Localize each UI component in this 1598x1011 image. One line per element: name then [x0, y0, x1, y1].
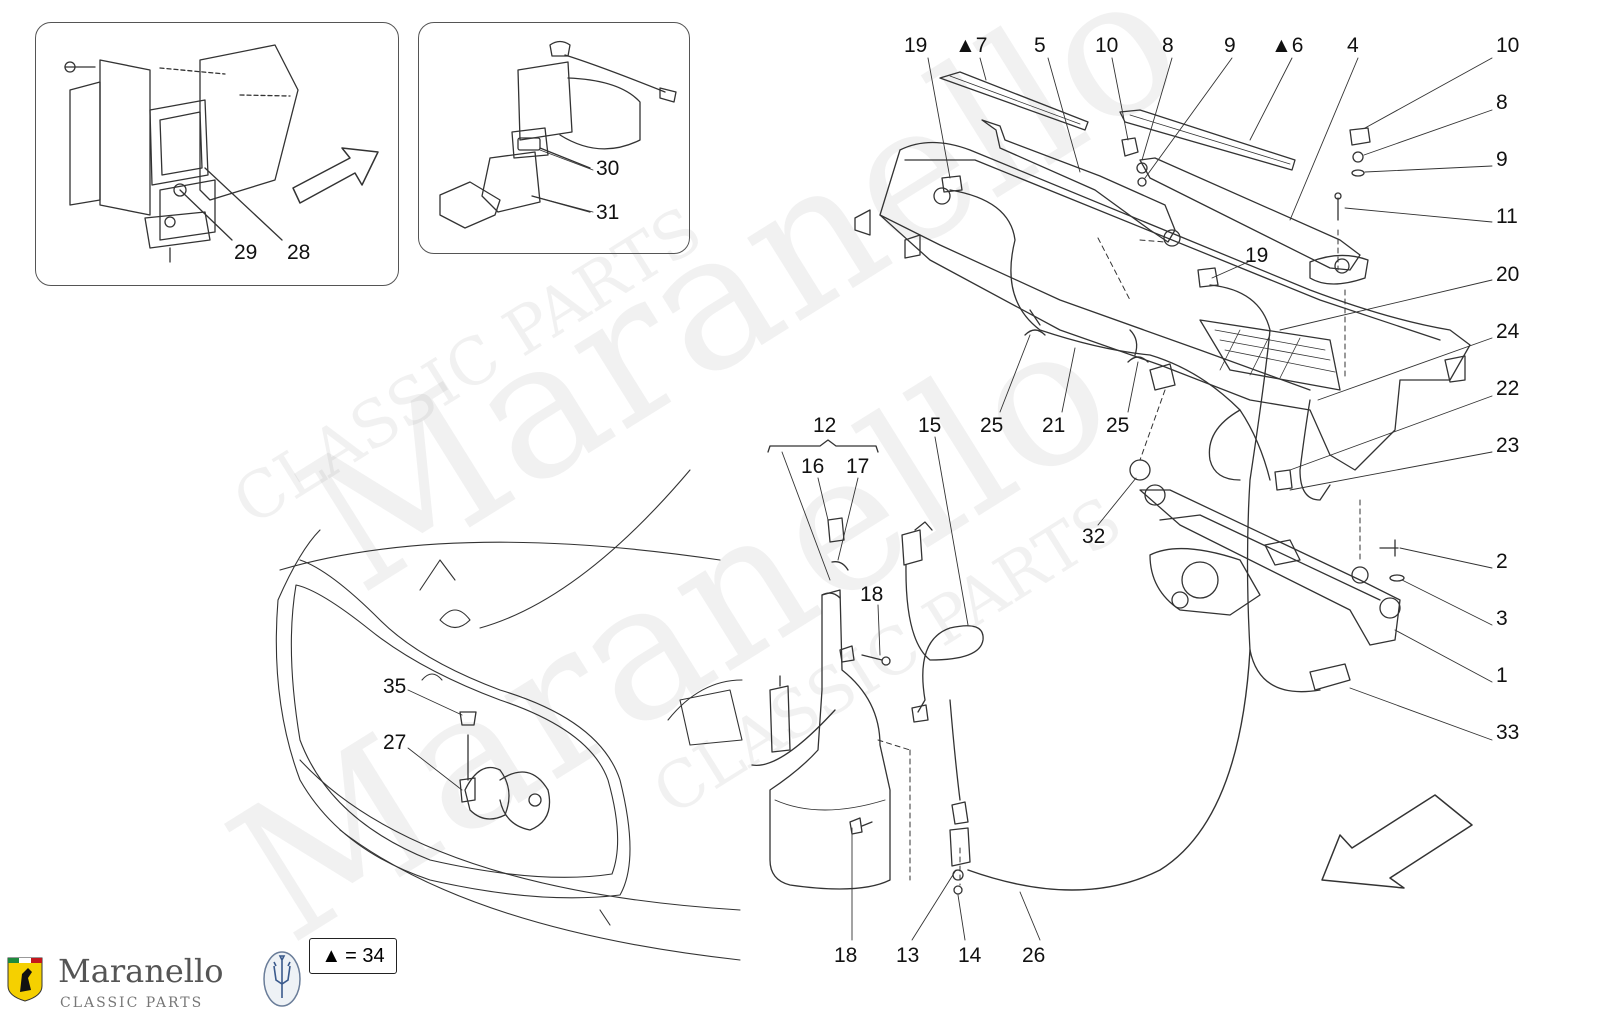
cap-and-nut-set	[1121, 127, 1371, 221]
wiper-arm-right	[1139, 157, 1369, 285]
washer-hoses	[949, 189, 1331, 693]
callout-30: 30	[596, 157, 620, 180]
wiper-linkage-motor	[1139, 484, 1405, 646]
callout-35: 35	[383, 675, 407, 698]
callout-10a: 10	[1095, 34, 1119, 57]
legend-text: = 34	[345, 944, 385, 967]
front-direction-arrow	[1321, 794, 1473, 889]
windscreen-cowl-panel	[854, 141, 1471, 471]
maserati-trident-logo	[263, 951, 301, 1007]
callout-24: 24	[1496, 320, 1520, 343]
car-front-outline	[275, 469, 743, 961]
callout-9b: 9	[1496, 148, 1508, 171]
alignment-guides	[877, 229, 1361, 886]
grommet-32	[1129, 459, 1151, 481]
callout-11: 11	[1496, 205, 1518, 228]
callout-8b: 8	[1496, 91, 1508, 114]
callout-13: 13	[896, 944, 920, 967]
clip-19a	[941, 175, 963, 193]
legend-marker: ▲	[321, 944, 342, 967]
callout-19b: 19	[1245, 244, 1269, 267]
callout-1: 1	[1496, 664, 1508, 687]
inset-left-frame	[35, 22, 399, 286]
callout-6: ▲6	[1271, 34, 1304, 57]
callout-3: 3	[1496, 607, 1508, 630]
washer-pump-harness	[901, 521, 984, 895]
brand-name: Maranello	[58, 952, 224, 990]
hose-26	[967, 649, 1251, 891]
clip-19b	[1197, 267, 1219, 288]
callout-19a: 19	[904, 34, 928, 57]
callout-25a: 25	[980, 414, 1004, 437]
screw-18a	[861, 654, 891, 666]
wiper-blade-right	[1119, 109, 1296, 171]
clip-25b	[1127, 356, 1149, 363]
callout-9a: 9	[1224, 34, 1236, 57]
callout-10b: 10	[1496, 34, 1520, 57]
callout-21: 21	[1042, 414, 1066, 437]
callout-5: 5	[1034, 34, 1046, 57]
horn	[459, 711, 551, 831]
bracket-12	[767, 439, 879, 453]
clip-25a	[1024, 329, 1046, 336]
inset-right-frame	[418, 22, 690, 254]
direction-arrow-inset	[292, 147, 379, 204]
rain-light-sensor-assembly	[439, 40, 677, 229]
callout-17: 17	[846, 455, 870, 478]
callout-18b: 18	[834, 944, 858, 967]
callout-22: 22	[1496, 377, 1520, 400]
callout-16: 16	[801, 455, 825, 478]
sensor-connector-33	[1309, 663, 1351, 691]
wiper-blade-left	[939, 71, 1089, 131]
callout-23: 23	[1496, 434, 1520, 457]
callout-32: 32	[1082, 525, 1106, 548]
legend-box: ▲ = 34	[309, 938, 397, 974]
callout-33: 33	[1496, 721, 1520, 744]
callout-leaders	[407, 57, 1493, 941]
callout-12: 12	[813, 414, 837, 437]
callout-14: 14	[958, 944, 982, 967]
callout-31: 31	[596, 201, 620, 224]
callout-29: 29	[234, 241, 258, 264]
washer-reservoir	[751, 517, 891, 890]
callout-26: 26	[1022, 944, 1046, 967]
callout-4: 4	[1347, 34, 1359, 57]
callout-8a: 8	[1162, 34, 1174, 57]
callout-27: 27	[383, 731, 407, 754]
callout-2: 2	[1496, 550, 1508, 573]
callout-25b: 25	[1106, 414, 1130, 437]
callout-20: 20	[1496, 263, 1520, 286]
callout-7: ▲7	[955, 34, 988, 57]
ferrari-shield-logo	[7, 957, 43, 1002]
callout-15: 15	[918, 414, 942, 437]
callout-18a: 18	[860, 583, 884, 606]
callout-28: 28	[287, 241, 311, 264]
brand-subtitle: CLASSIC PARTS	[60, 995, 204, 1011]
wiper-arm-left	[981, 119, 1181, 247]
control-module-bracket	[64, 44, 299, 263]
connector-22-23	[1274, 469, 1293, 491]
